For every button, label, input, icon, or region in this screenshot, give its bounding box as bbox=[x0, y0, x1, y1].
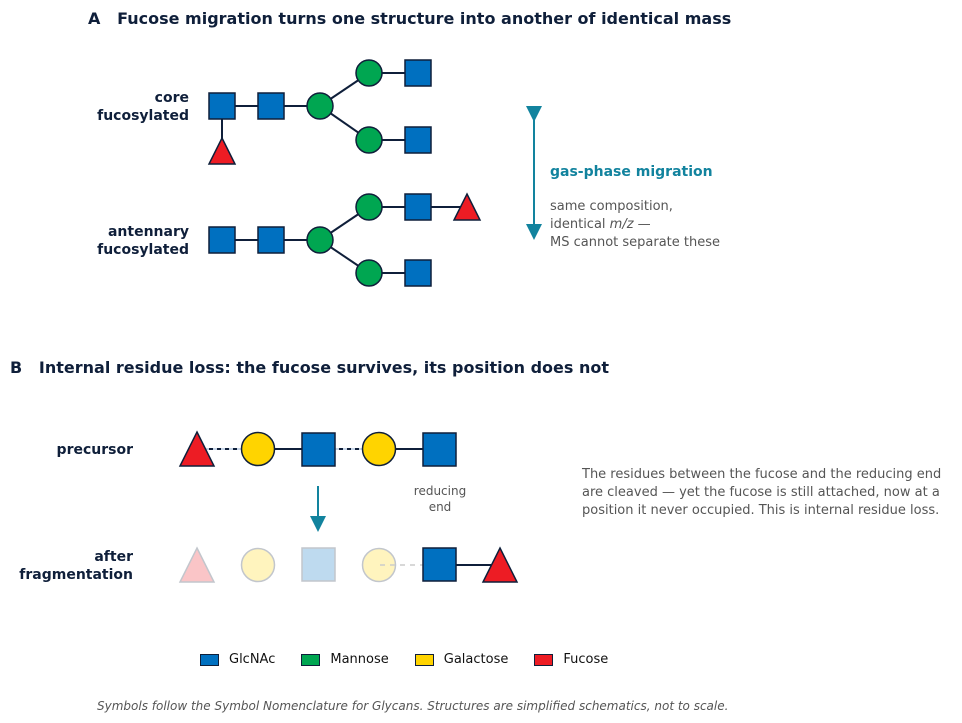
footnote: Symbols follow the Symbol Nomenclature f… bbox=[97, 699, 729, 713]
migration-note-line2: identical m/z — bbox=[550, 217, 651, 232]
glcnac-square-icon bbox=[422, 547, 457, 582]
fucose-triangle-icon bbox=[207, 136, 237, 165]
glcnac-square-icon bbox=[257, 226, 285, 254]
reducing-end-label: reducing end bbox=[413, 484, 467, 514]
legend-label: GlcNAc bbox=[229, 652, 276, 667]
fucose-triangle-icon bbox=[481, 546, 519, 583]
galactose-ghost-icon bbox=[361, 547, 397, 583]
ghost-lost-residues bbox=[178, 546, 397, 583]
migration-note: same composition, identical m/z — MS can… bbox=[550, 198, 720, 252]
legend-label: Mannose bbox=[330, 652, 389, 667]
legend-item-galactose: Galactose bbox=[414, 652, 509, 667]
glcnac-square-icon bbox=[301, 432, 336, 467]
glcnac-square-icon bbox=[404, 193, 432, 221]
core-fucosylated-label: core fucosylated bbox=[97, 90, 189, 124]
after-fragmentation-label: after fragmentation bbox=[19, 549, 133, 583]
mannose-circle-icon bbox=[355, 59, 383, 87]
fucose-swatch-icon bbox=[534, 653, 554, 666]
precursor-label: precursor bbox=[56, 442, 133, 458]
mannose-swatch-icon bbox=[301, 653, 321, 666]
panel-a-title: A Fucose migration turns one structure i… bbox=[88, 9, 732, 28]
legend-item-fucose: Fucose bbox=[534, 652, 608, 667]
glcnac-square-icon bbox=[208, 92, 236, 120]
mannose-circle-icon bbox=[355, 193, 383, 221]
internal-loss-explanation: The residues between the fucose and the … bbox=[582, 467, 942, 518]
mannose-circle-icon bbox=[306, 226, 334, 254]
migration-title: gas-phase migration bbox=[550, 164, 713, 180]
legend-label: Fucose bbox=[563, 652, 609, 667]
galactose-circle-icon bbox=[240, 431, 276, 467]
mannose-circle-icon bbox=[355, 259, 383, 287]
legend-item-glcnac: GlcNAc bbox=[200, 652, 275, 667]
galactose-swatch-icon bbox=[414, 653, 434, 666]
mannose-circle-icon bbox=[306, 92, 334, 120]
glcnac-square-icon bbox=[404, 259, 432, 287]
fucose-triangle-icon bbox=[452, 192, 482, 221]
migration-note-line1: same composition, bbox=[550, 199, 673, 214]
glcnac-square-icon bbox=[257, 92, 285, 120]
panel-b-title: B Internal residue loss: the fucose surv… bbox=[10, 358, 609, 377]
glcnac-square-icon bbox=[422, 432, 457, 467]
glcnac-ghost-icon bbox=[301, 547, 336, 582]
legend-label: Galactose bbox=[443, 652, 509, 667]
legend-item-mannose: Mannose bbox=[301, 652, 389, 667]
antennary-fucosylated-label: antennary fucosylated bbox=[97, 224, 189, 258]
fucose-ghost-icon bbox=[178, 546, 216, 583]
galactose-circle-icon bbox=[361, 431, 397, 467]
migration-note-line3: MS cannot separate these bbox=[550, 235, 721, 250]
glcnac-swatch-icon bbox=[200, 653, 219, 666]
glcnac-square-icon bbox=[404, 59, 432, 87]
legend: GlcNAc Mannose Galactose Fucose bbox=[200, 652, 608, 667]
fucose-triangle-icon bbox=[178, 430, 216, 467]
mz-symbol: m/z bbox=[609, 217, 634, 232]
galactose-ghost-icon bbox=[240, 547, 276, 583]
glcnac-square-icon bbox=[208, 226, 236, 254]
mannose-circle-icon bbox=[355, 126, 383, 154]
glcnac-square-icon bbox=[404, 126, 432, 154]
